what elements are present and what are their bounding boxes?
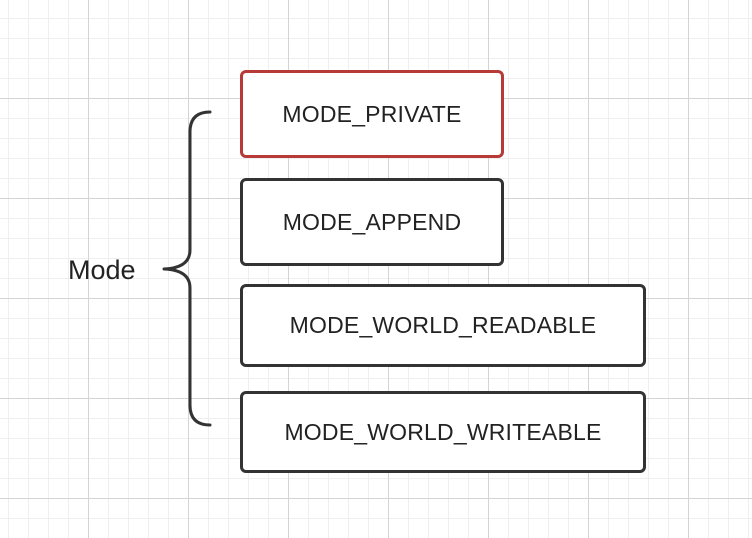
mode-world-writeable-box: MODE_WORLD_WRITEABLE xyxy=(240,391,646,473)
mode-label: MODE_WORLD_WRITEABLE xyxy=(284,418,602,445)
mode-label: MODE_PRIVATE xyxy=(282,100,462,127)
group-label: Mode xyxy=(68,255,136,285)
mode-world-readable-box: MODE_WORLD_READABLE xyxy=(240,284,646,367)
mode-private-box: MODE_PRIVATE xyxy=(240,70,504,158)
mode-label: MODE_APPEND xyxy=(282,208,462,235)
mode-append-box: MODE_APPEND xyxy=(240,178,504,266)
mode-label: MODE_WORLD_READABLE xyxy=(289,312,597,338)
